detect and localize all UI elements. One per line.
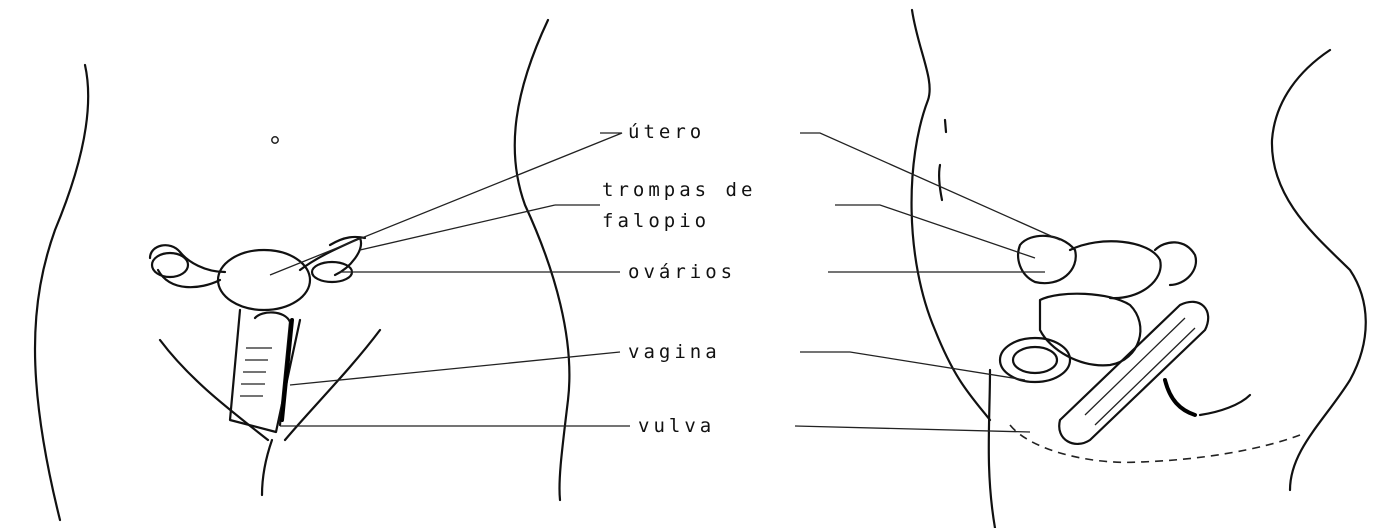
frontal-uterus-drawing <box>150 237 365 432</box>
label-vulva: vulva <box>636 416 717 436</box>
side-view-body-outline <box>912 10 1366 528</box>
frontal-view-body-outline <box>35 20 569 520</box>
label-vagina: vagina <box>626 342 723 362</box>
label-trompas-line2: falopio <box>600 211 712 231</box>
label-ovarios: ovários <box>626 262 738 282</box>
label-trompas-line1: trompas de <box>600 180 758 200</box>
side-view-dashed-outline <box>1010 425 1300 462</box>
sagittal-organs-drawing <box>1000 236 1250 444</box>
label-utero: útero <box>626 122 707 142</box>
